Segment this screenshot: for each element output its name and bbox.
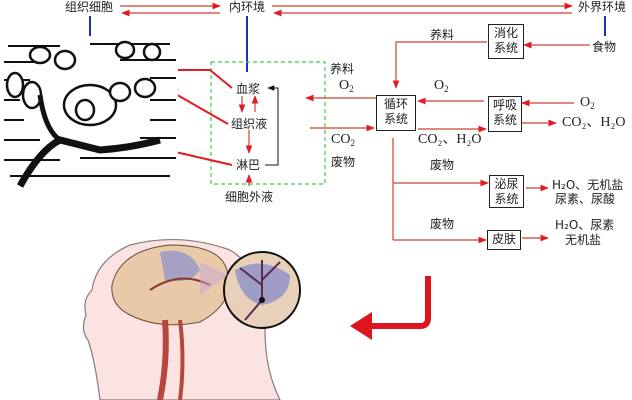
box-circulatory-system: 循环 系统 [376, 95, 416, 131]
box-digestive-system: 消化 系统 [488, 24, 524, 59]
label-waste: 废物 [331, 155, 356, 169]
label-skin-output-2: 无机盐 [565, 233, 602, 247]
label-plasma: 血浆 [236, 82, 261, 96]
label-skin-output-1: H₂O、尿素 [555, 218, 615, 232]
tissue-cells-illustration [2, 38, 178, 188]
label-internal-environment: 内环境 [229, 0, 266, 14]
label-tissue-cells: 组织细胞 [65, 0, 114, 14]
label-food: 食物 [592, 40, 617, 54]
box-respiratory-system: 呼吸 系统 [488, 96, 522, 132]
big-return-arrow [372, 276, 431, 329]
urinary-line2: 系统 [494, 192, 519, 206]
label-lymph: 淋巴 [236, 158, 261, 172]
label-external-environment: 外界环境 [578, 0, 627, 14]
label-tissue-fluid: 组织液 [231, 117, 268, 131]
label-urinary-output-2: 尿素、尿酸 [555, 192, 616, 206]
respiratory-line1: 呼吸 [492, 98, 517, 112]
label-waste-urinary: 废物 [430, 158, 455, 172]
urinary-line1: 泌尿 [494, 177, 519, 191]
arrow-lymph-to-plasma [265, 85, 279, 166]
arrow-digestive-to-circ [392, 41, 487, 89]
label-waste-skin: 废物 [430, 217, 455, 231]
label-resp-output: CO₂、H₂O [562, 115, 626, 130]
big-return-arrow-head [350, 312, 372, 340]
label-extracellular-fluid: 细胞外液 [225, 190, 274, 204]
label-o2: O2 [339, 78, 354, 94]
label-o2-resp: O2 [434, 78, 449, 94]
label-circ-to-resp: CO₂、H₂O [418, 132, 482, 147]
box-skin: 皮肤 [487, 230, 521, 250]
digestive-line2: 系统 [493, 41, 518, 55]
digestive-line1: 消化 [493, 26, 518, 40]
extracellular-fluid-box [210, 61, 326, 185]
circulatory-line1: 循环 [383, 97, 408, 111]
label-nutrients: 养料 [330, 62, 355, 76]
circulatory-line2: 系统 [383, 112, 408, 126]
respiratory-line2: 系统 [492, 113, 517, 127]
label-o2-external: O2 [580, 95, 595, 111]
box-urinary-system: 泌尿 系统 [489, 175, 524, 208]
head-brain-illustration [82, 238, 301, 400]
label-nutrients-digestive: 养料 [430, 28, 455, 42]
label-co2: CO2 [331, 132, 355, 148]
label-urinary-output-1: H₂O、无机盐 [552, 178, 624, 192]
